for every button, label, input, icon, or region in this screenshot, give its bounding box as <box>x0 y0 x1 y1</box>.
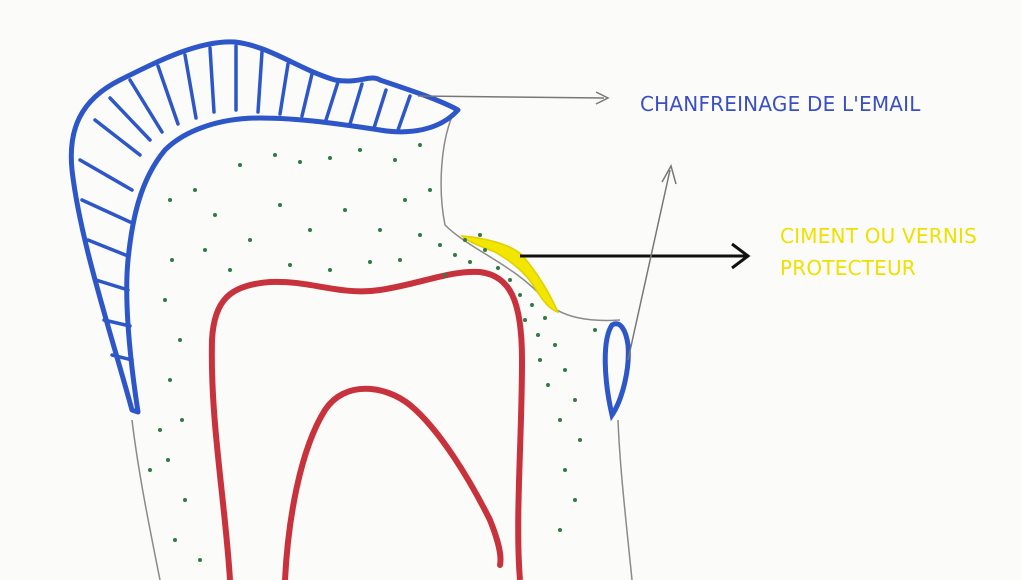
pulp-root-inner <box>282 385 504 580</box>
tooth-outline-right <box>617 419 633 580</box>
cement-label-line2: PROTECTEUR <box>780 256 916 280</box>
cement-arrow <box>520 242 751 270</box>
enamel-bevel-label: CHANFREINAGE DE L'EMAIL <box>640 92 921 116</box>
cement-label-line1: CIMENT OU VERNIS <box>780 224 977 248</box>
cement-varnish-label: CIMENT OU VERNIS PROTECTEUR <box>780 220 977 284</box>
protective-cement <box>460 235 560 314</box>
enamel-arrow <box>417 91 610 105</box>
enamel-layer <box>68 39 631 422</box>
tooth-outline-left <box>131 419 161 580</box>
tooth-outline-cavity <box>440 109 621 322</box>
pulp-chamber <box>208 268 525 580</box>
margin-arrow <box>627 164 677 361</box>
dentin-dots <box>148 143 597 562</box>
